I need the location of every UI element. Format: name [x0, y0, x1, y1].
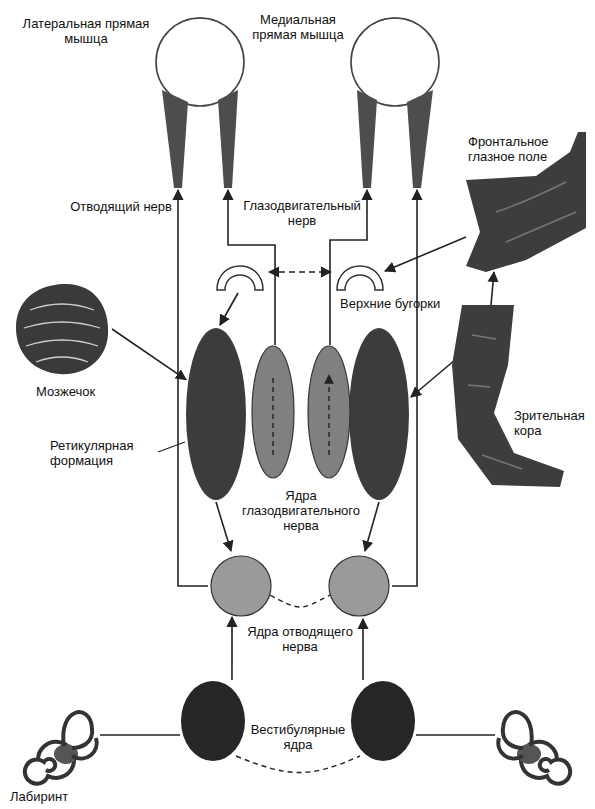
structure-label: Медиальная прямая мышца	[250, 12, 346, 42]
dashed-arrow	[273, 375, 329, 455]
sulcus	[468, 335, 522, 469]
pathway-connector	[385, 237, 466, 271]
pathway-connector	[100, 734, 180, 736]
node-outline	[216, 88, 248, 190]
dashed-line	[236, 756, 360, 773]
vestibular-abducens-line	[362, 619, 364, 680]
left-colliculus	[217, 266, 263, 290]
semicircular-canal	[63, 712, 92, 748]
right-cornea	[373, 18, 417, 24]
cortex-area: Фронтальное глазное поле	[466, 132, 586, 272]
nucleus-shape: Ядра глазодвигательного нерва	[252, 345, 350, 480]
abducens-nucleus	[211, 556, 271, 616]
structure-label: Ретикулярная формация	[50, 438, 154, 468]
pathway-lines	[158, 190, 495, 735]
muscle-shape: Латеральная прямая мышца	[160, 88, 192, 190]
nerve-label: Отводящий нерв	[66, 199, 172, 214]
right-colliculus	[337, 266, 383, 290]
structure-label: Лабиринт	[10, 789, 90, 804]
nucleus-shape: Ретикулярная формация	[186, 328, 246, 500]
structure-label: Латеральная прямая мышца	[16, 16, 156, 46]
structure-label: Фронтальное глазное поле	[468, 134, 562, 164]
labyrinth: Лабиринт	[8, 698, 100, 786]
vestibular-nucleus	[351, 681, 415, 761]
muscle-shape: Медиальная прямая мышца	[216, 88, 248, 190]
reticular-formation	[186, 328, 246, 500]
right-eye	[351, 18, 439, 106]
colliculus-reticular-line	[220, 293, 238, 325]
left-eye	[156, 18, 244, 106]
dashed-arrow	[269, 271, 331, 273]
cortex-area: Зрительная кора	[452, 305, 582, 487]
reticular-abducens-line	[365, 502, 379, 551]
structure-label: Вестибулярные ядра	[248, 722, 348, 752]
right-eye-muscles	[357, 90, 433, 188]
node-outline	[252, 345, 350, 480]
nerve-label: Глазодвигательный нерв	[243, 198, 361, 228]
node-outline	[8, 698, 100, 786]
structure-label: Ядра отводящего нерва	[245, 624, 355, 654]
leader-line	[158, 442, 185, 452]
cerebellum-body	[16, 284, 108, 374]
oculomotor-nucleus	[252, 346, 294, 478]
dashed-line	[270, 595, 330, 607]
cortex-reticular-line	[411, 360, 455, 397]
right-labyrinth	[498, 712, 570, 783]
node-outline	[215, 250, 385, 292]
right-reticular-formation	[349, 328, 409, 500]
structure-label: Ядра глазодвигательного нерва	[232, 488, 370, 533]
node-outline	[186, 328, 246, 500]
pathway-connector	[231, 617, 233, 680]
right-abducens-nerve	[392, 190, 417, 586]
nucleus-shape: Вестибулярные ядра	[180, 680, 416, 762]
oculomotor-nucleus	[308, 346, 350, 478]
frontal-eye-field	[466, 132, 586, 272]
structure-label: Мозжечок	[36, 384, 116, 399]
node-outline	[12, 280, 112, 378]
abducens-nucleus	[329, 556, 389, 616]
semicircular-canal	[503, 712, 532, 748]
structure-label: Верхние бугорки	[340, 296, 452, 311]
nucleus-shape: Ядра отводящего нерва	[208, 555, 392, 617]
semicircular-canal	[72, 738, 97, 759]
semicircular-canal	[498, 738, 523, 759]
node-outline	[208, 555, 392, 617]
right-medial-rectus	[357, 90, 377, 188]
node-outline	[452, 305, 582, 487]
sulcus	[496, 182, 576, 242]
cerebellum: Мозжечок	[12, 280, 112, 378]
lateral-rectus	[162, 90, 188, 188]
right-labyrinth-line	[416, 734, 495, 736]
pathway-connector	[112, 329, 186, 380]
medial-rectus	[218, 90, 238, 188]
vestibular-nucleus	[181, 681, 245, 761]
pathway-connector	[491, 272, 494, 305]
folia	[24, 304, 100, 362]
left-cornea	[178, 18, 222, 24]
right-lateral-rectus	[407, 90, 433, 188]
node-outline	[160, 88, 192, 190]
reticular-abducens-line	[216, 502, 231, 551]
visual-cortex	[452, 305, 564, 487]
colliculi: Верхние бугорки	[215, 250, 385, 292]
structure-label: Зрительная кора	[514, 408, 586, 438]
